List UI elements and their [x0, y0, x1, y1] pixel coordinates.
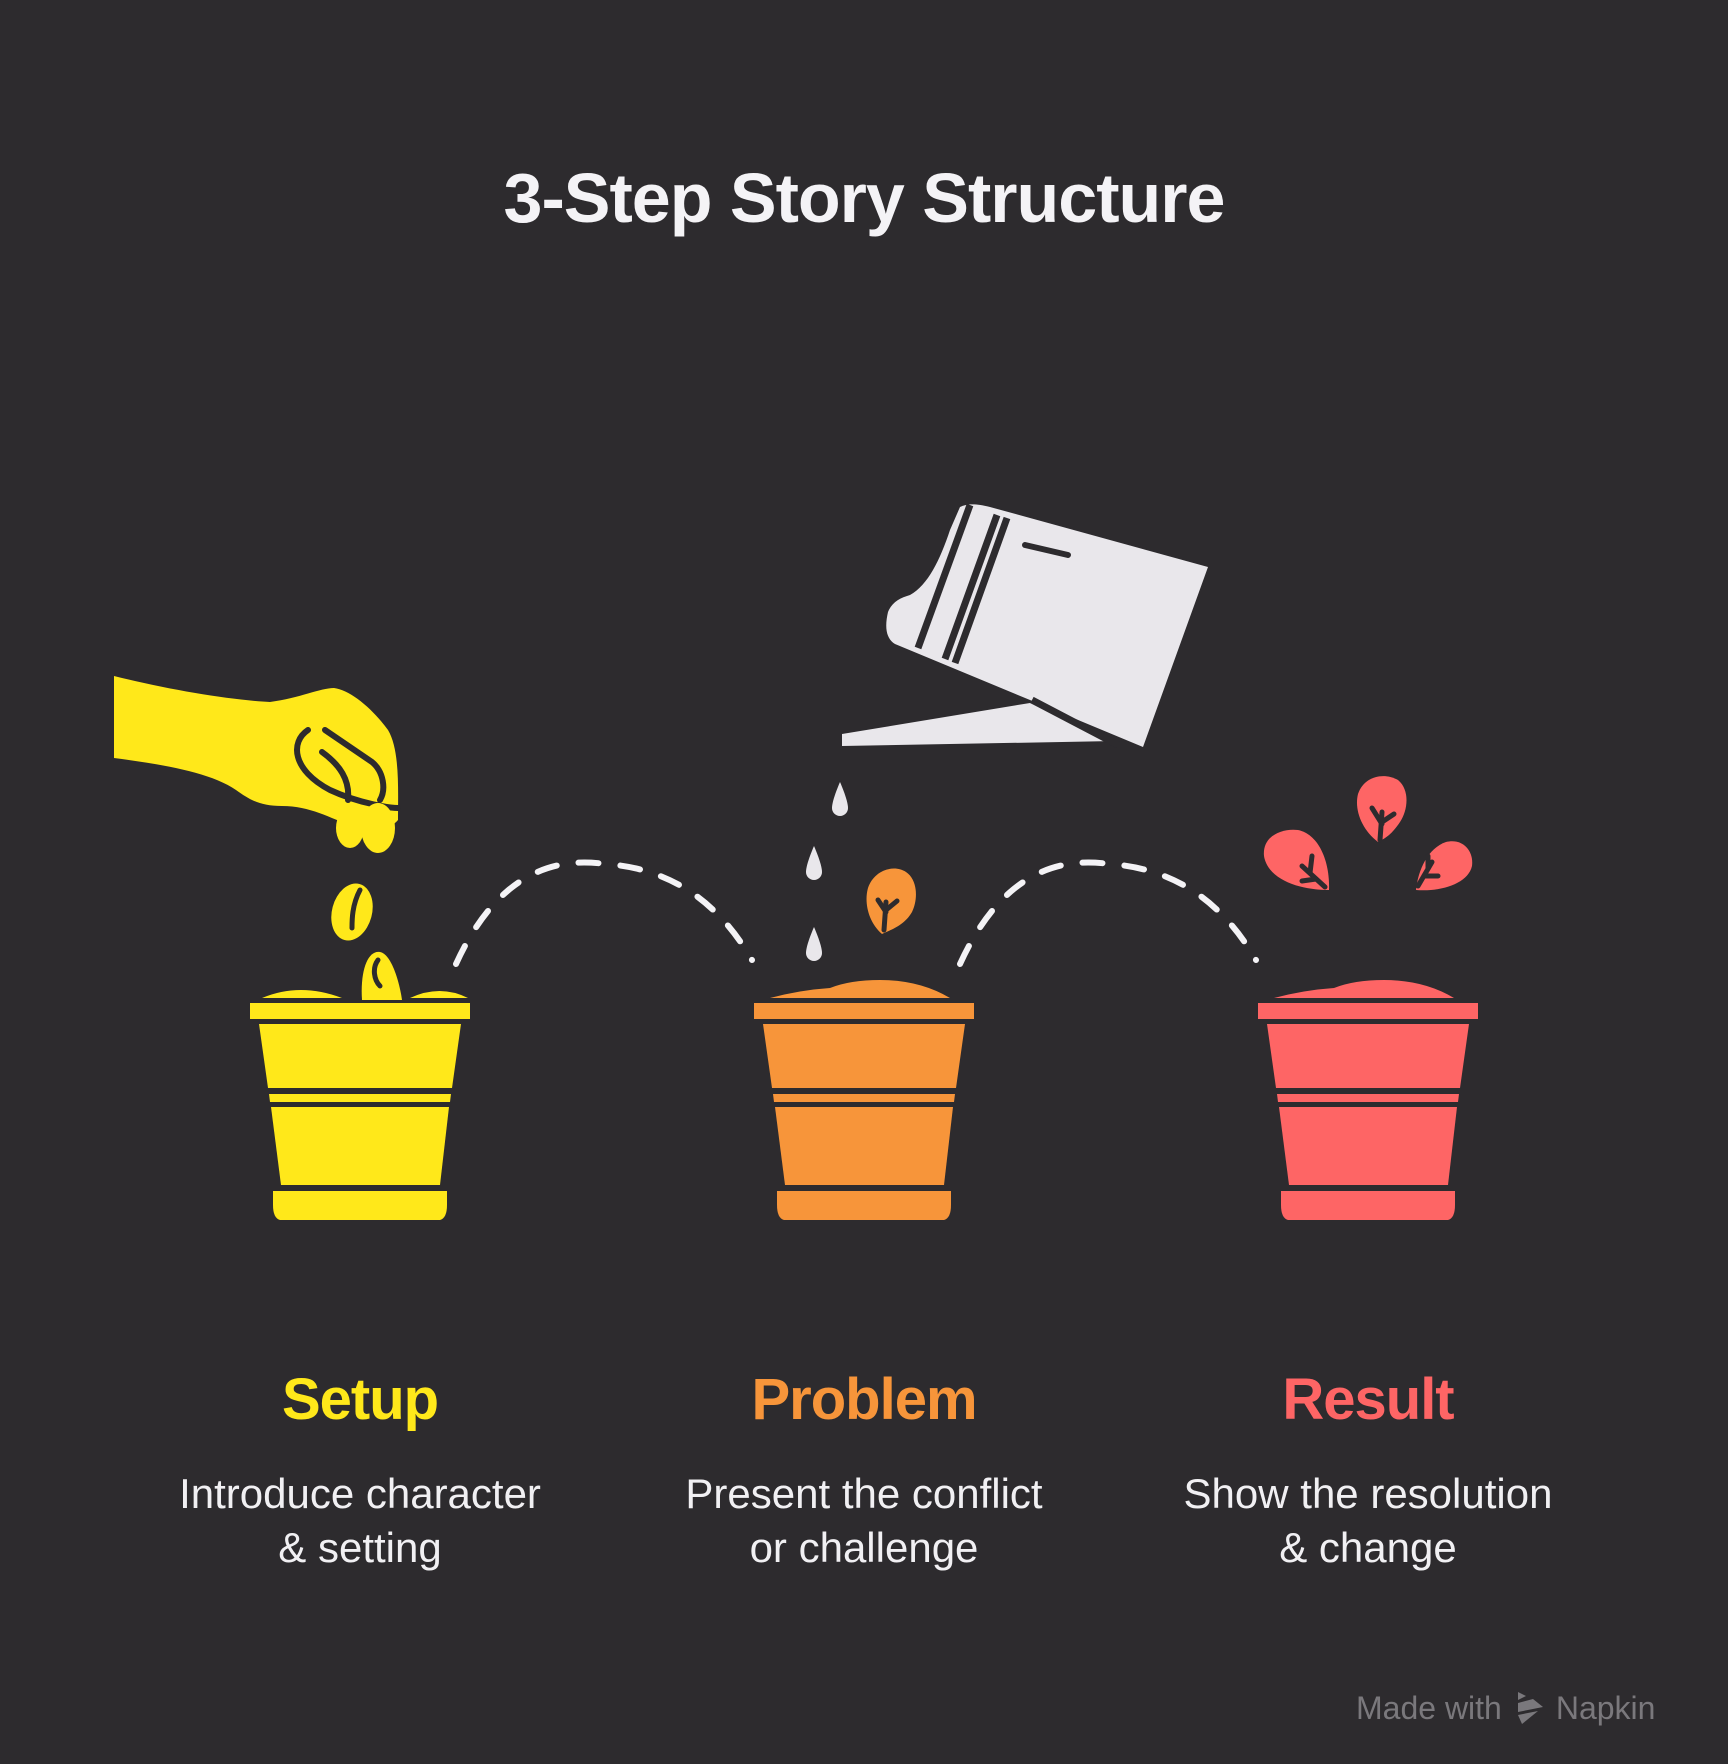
- watermark-brand: Napkin: [1555, 1690, 1656, 1726]
- watering-can-icon: [842, 503, 1208, 749]
- seed-icons: [331, 803, 402, 1000]
- step-setup: Setup Introduce character & setting: [130, 1365, 590, 1575]
- connector-arc-2: [957, 859, 1259, 967]
- step-desc-line: & change: [1279, 1524, 1457, 1571]
- step-desc-line: Show the resolution: [1183, 1470, 1553, 1517]
- step-desc-line: & setting: [278, 1524, 442, 1571]
- step-desc-problem: Present the conflict or challenge: [634, 1467, 1094, 1575]
- step-problem: Problem Present the conflict or challeng…: [634, 1365, 1094, 1575]
- step-title-problem: Problem: [751, 1367, 977, 1432]
- page-title: 3-Step Story Structure: [503, 159, 1226, 237]
- pot-yellow: [250, 990, 470, 1220]
- grown-leaves-icon: [1263, 776, 1473, 891]
- step-title-result: Result: [1282, 1367, 1454, 1432]
- napkin-logo-icon: [1516, 1690, 1546, 1726]
- step-result: Result Show the resolution & change: [1138, 1365, 1598, 1575]
- step-desc-line: Introduce character: [179, 1470, 541, 1517]
- pot-orange: [754, 980, 974, 1220]
- sprout-leaf-icon: [866, 868, 916, 934]
- napkin-watermark[interactable]: Made with Napkin: [1356, 1686, 1655, 1730]
- connector-arc-1: [453, 859, 755, 967]
- water-drop-icons: [806, 782, 848, 961]
- step-desc-line: or challenge: [749, 1524, 979, 1571]
- pot-red: [1258, 980, 1478, 1220]
- step-title-setup: Setup: [281, 1367, 439, 1432]
- step-desc-line: Present the conflict: [685, 1470, 1043, 1517]
- step-desc-setup: Introduce character & setting: [130, 1467, 590, 1575]
- step-desc-result: Show the resolution & change: [1138, 1467, 1598, 1575]
- watermark-prefix: Made with: [1356, 1690, 1502, 1726]
